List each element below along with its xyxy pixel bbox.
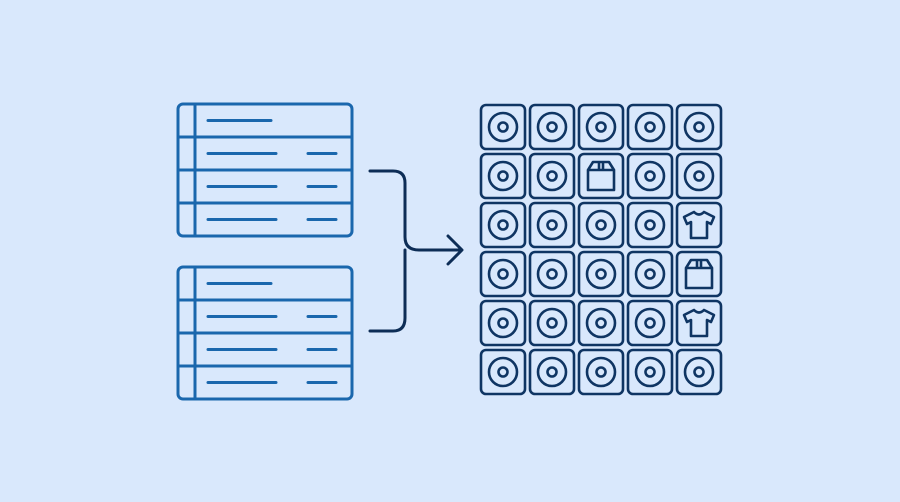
grid-cell: [528, 103, 576, 151]
grid-cell: [528, 152, 576, 200]
grid-cell-frame: [577, 250, 625, 298]
disc-icon: [634, 160, 666, 192]
disc-icon: [634, 356, 666, 388]
grid-cell-frame: [528, 103, 576, 151]
grid-cell-frame: [675, 299, 723, 347]
list-panel: [176, 265, 354, 401]
disc-icon: [536, 111, 568, 143]
grid-cell-frame: [528, 201, 576, 249]
grid-cell: [675, 152, 723, 200]
disc-icon: [683, 160, 715, 192]
grid-cell: [675, 299, 723, 347]
disc-icon: [585, 209, 617, 241]
grid-cell-frame: [577, 299, 625, 347]
grid-cell: [577, 299, 625, 347]
disc-icon: [487, 160, 519, 192]
grid-cell-frame: [626, 152, 674, 200]
grid-cell: [675, 250, 723, 298]
grid-cell: [626, 152, 674, 200]
grid-cell: [675, 103, 723, 151]
grid-cell: [479, 250, 527, 298]
shirt-icon: [682, 308, 716, 338]
grid-cell: [479, 103, 527, 151]
grid-cell-frame: [626, 103, 674, 151]
grid-cell: [626, 103, 674, 151]
grid-cell-frame: [528, 299, 576, 347]
disc-icon: [585, 111, 617, 143]
disc-icon: [536, 258, 568, 290]
grid-cell-frame: [528, 152, 576, 200]
grid-cell: [577, 348, 625, 396]
grid-cell-frame: [675, 348, 723, 396]
disc-icon: [487, 209, 519, 241]
grid-cell: [479, 201, 527, 249]
grid-cell-frame: [479, 201, 527, 249]
grid-cell-frame: [577, 348, 625, 396]
grid-cell: [577, 103, 625, 151]
disc-icon: [634, 258, 666, 290]
grid-cell: [479, 348, 527, 396]
disc-icon: [536, 209, 568, 241]
grid-cell-frame: [626, 250, 674, 298]
grid-cell-frame: [626, 201, 674, 249]
grid-cell-frame: [479, 250, 527, 298]
disc-icon: [585, 258, 617, 290]
grid-cell-frame: [626, 299, 674, 347]
grid-cell-frame: [626, 348, 674, 396]
disc-icon: [487, 356, 519, 388]
grid-cell: [528, 250, 576, 298]
disc-icon: [634, 111, 666, 143]
disc-icon: [536, 160, 568, 192]
disc-icon: [487, 307, 519, 339]
shirt-icon: [682, 210, 716, 240]
grid-cell-frame: [675, 250, 723, 298]
grid-cell: [479, 299, 527, 347]
grid-cell-frame: [577, 201, 625, 249]
grid-cell: [626, 299, 674, 347]
grid-cell: [626, 201, 674, 249]
grid-cell-frame: [675, 152, 723, 200]
disc-icon: [487, 111, 519, 143]
list-panel: [176, 102, 354, 238]
disc-icon: [536, 356, 568, 388]
box-icon: [684, 258, 714, 290]
source-lists: [176, 102, 354, 401]
box-icon: [586, 160, 616, 192]
grid-cell: [528, 299, 576, 347]
disc-icon: [683, 111, 715, 143]
disc-icon: [634, 209, 666, 241]
grid-cell-frame: [577, 103, 625, 151]
grid-cell: [528, 348, 576, 396]
disc-icon: [487, 258, 519, 290]
grid-cell-frame: [577, 152, 625, 200]
disc-icon: [634, 307, 666, 339]
grid-cell: [528, 201, 576, 249]
disc-icon: [585, 307, 617, 339]
disc-icon: [536, 307, 568, 339]
merge-arrow-icon: [368, 169, 464, 333]
item-grid: [479, 103, 723, 396]
grid-cell-frame: [479, 152, 527, 200]
grid-cell-frame: [479, 103, 527, 151]
grid-cell: [479, 152, 527, 200]
grid-cell-frame: [675, 103, 723, 151]
grid-cell: [626, 250, 674, 298]
grid-cell-frame: [528, 250, 576, 298]
merge-arrow-path: [368, 169, 464, 333]
grid-cell-frame: [479, 348, 527, 396]
grid-cell-frame: [479, 299, 527, 347]
grid-cell: [626, 348, 674, 396]
grid-cell: [675, 201, 723, 249]
grid-cell: [577, 201, 625, 249]
grid-cell: [675, 348, 723, 396]
grid-cell-frame: [675, 201, 723, 249]
grid-cell: [577, 250, 625, 298]
grid-cell: [577, 152, 625, 200]
grid-cell-frame: [528, 348, 576, 396]
disc-icon: [585, 356, 617, 388]
disc-icon: [683, 356, 715, 388]
